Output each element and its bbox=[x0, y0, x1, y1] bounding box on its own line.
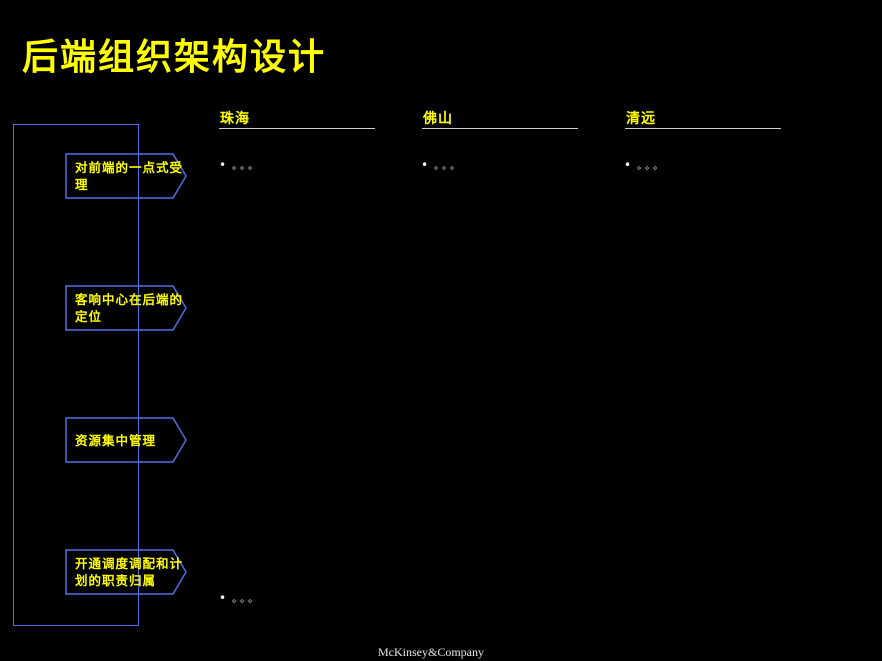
bullet-text: 。。。 bbox=[232, 594, 262, 605]
footer-brand: McKinsey&Company bbox=[378, 645, 484, 659]
bullet-text: 。。。 bbox=[232, 161, 262, 172]
bullet-text: 。。。 bbox=[637, 161, 667, 172]
page-title: 后端组织架构设计 bbox=[22, 36, 327, 78]
bullet-marker: • bbox=[219, 158, 227, 172]
bullet-text: 。。。 bbox=[434, 161, 464, 172]
chevron-shape bbox=[65, 285, 187, 331]
chevron-item-service-center-positioning: 客响中心在后端的定位 bbox=[65, 285, 187, 331]
chevron-item-resource-management: 资源集中管理 bbox=[65, 417, 187, 463]
column-header-label: 珠海 bbox=[220, 111, 250, 127]
bullet-foshan: • 。。。 bbox=[421, 157, 463, 172]
chevron-shape bbox=[65, 153, 187, 199]
column-header-qingyuan: 清远 bbox=[625, 108, 781, 129]
chevron-item-dispatch-responsibility: 开通调度调配和计划的职责归属 bbox=[65, 549, 187, 595]
bullet-bottom: • 。。。 bbox=[219, 590, 261, 605]
bullet-marker: • bbox=[421, 158, 429, 172]
bullet-marker: • bbox=[624, 158, 632, 172]
bullet-marker: • bbox=[219, 591, 227, 605]
chevron-label: 对前端的一点式受理 bbox=[75, 160, 184, 192]
chevron-shape bbox=[65, 549, 187, 595]
column-header-zhuhai: 珠海 bbox=[219, 108, 375, 129]
chevron-item-front-end-acceptance: 对前端的一点式受理 bbox=[65, 153, 187, 199]
chevron-label: 开通调度调配和计划的职责归属 bbox=[75, 556, 184, 588]
column-header-foshan: 佛山 bbox=[422, 108, 578, 129]
chevron-shape bbox=[65, 417, 187, 463]
bullet-qingyuan: • 。。。 bbox=[624, 157, 666, 172]
column-header-label: 清远 bbox=[626, 111, 656, 127]
chevron-label: 资源集中管理 bbox=[75, 432, 157, 448]
bullet-zhuhai: • 。。。 bbox=[219, 157, 261, 172]
column-header-label: 佛山 bbox=[423, 111, 453, 127]
left-bracket-frame bbox=[13, 124, 139, 626]
chevron-label: 客响中心在后端的定位 bbox=[75, 292, 184, 324]
